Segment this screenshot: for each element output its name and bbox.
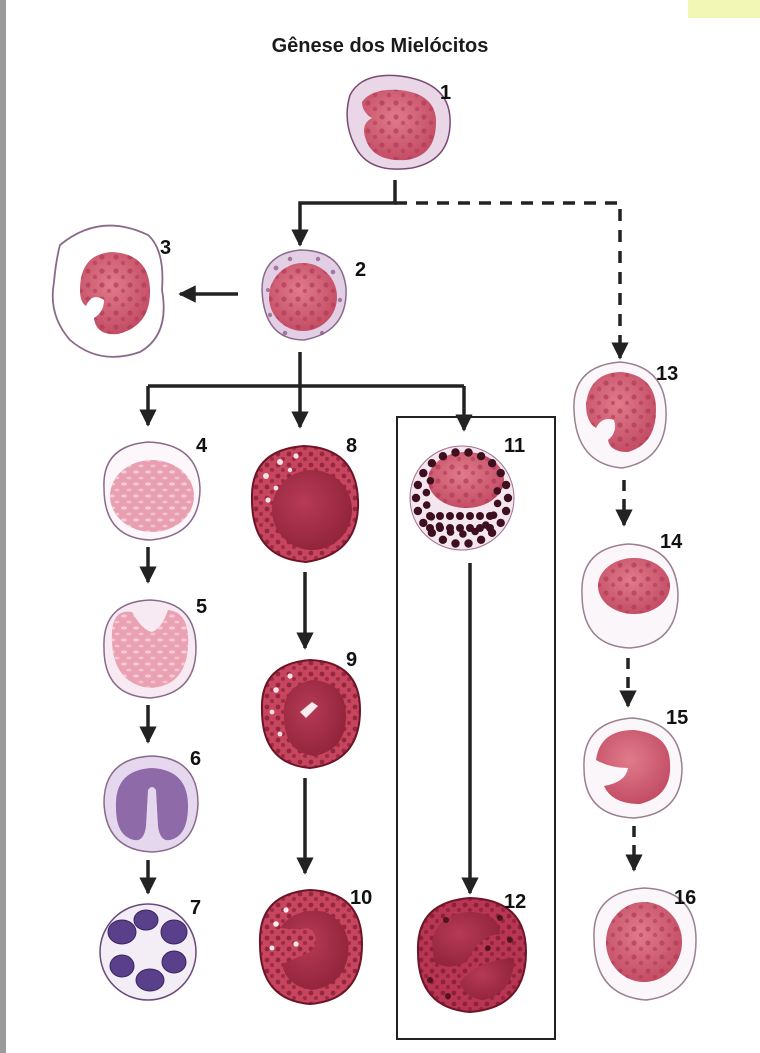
cell-6: [103, 755, 199, 853]
granule: [426, 524, 434, 532]
cell-10: [258, 888, 364, 1006]
cell-2: [261, 249, 347, 341]
granule: [503, 493, 513, 503]
diagram-title: Gênese dos Mielócitos: [272, 35, 489, 57]
cell-11: [409, 445, 515, 551]
cell-label-12: 12: [504, 891, 526, 913]
granule: [466, 524, 474, 532]
granule: [413, 480, 423, 490]
cell-label-10: 10: [350, 887, 372, 909]
granule: [451, 539, 460, 548]
cell-15: [583, 717, 683, 819]
cell-5: [103, 599, 197, 699]
granule: [438, 535, 448, 544]
cell-label-7: 7: [190, 897, 201, 919]
granule: [456, 512, 464, 520]
left-border: [0, 0, 6, 1053]
cell-8: [250, 444, 360, 564]
corner-highlight: [688, 0, 760, 18]
granule: [476, 524, 484, 532]
cell-label-6: 6: [190, 748, 201, 770]
granules: [411, 448, 513, 548]
cell-7: [99, 903, 197, 1001]
granule: [436, 512, 444, 520]
cell-3: [51, 224, 165, 358]
granule: [487, 459, 497, 468]
granule: [476, 452, 486, 461]
granule: [476, 512, 484, 520]
cell-labels: 1 2 3 4 5 6 7 8 9 10 11 12 13 14 15 16: [160, 82, 696, 919]
cell-14: [581, 543, 679, 649]
granule: [411, 493, 421, 503]
granule: [493, 487, 502, 495]
granule: [486, 512, 494, 520]
granule: [422, 501, 431, 509]
cell-label-14: 14: [660, 531, 683, 553]
cell-label-4: 4: [196, 435, 208, 457]
cell-1: [346, 74, 451, 170]
granule: [419, 518, 428, 528]
arrow-1-to-13: [395, 201, 629, 360]
cell-label-5: 5: [196, 596, 207, 618]
cell-label-13: 13: [656, 363, 678, 385]
granule: [486, 524, 494, 532]
granule: [459, 530, 467, 538]
cell-label-2: 2: [355, 259, 366, 281]
granule: [436, 524, 444, 532]
eosinophil-lineage-frame: [396, 416, 556, 1040]
cell-12: [416, 896, 528, 1014]
cell-label-11: 11: [504, 435, 525, 457]
cell-16: [593, 887, 697, 1001]
connectors: [139, 180, 643, 895]
granule: [438, 452, 448, 461]
granule: [496, 518, 505, 528]
granule: [422, 488, 431, 497]
granule: [446, 524, 454, 532]
cell-4: [103, 441, 201, 541]
cell-13: [573, 361, 667, 469]
granule: [427, 459, 437, 468]
cell-9: [260, 658, 362, 770]
cell-label-3: 3: [160, 237, 171, 259]
cell-label-9: 9: [346, 649, 357, 671]
granule: [476, 535, 486, 544]
granule: [464, 448, 473, 457]
granule: [501, 480, 511, 490]
granule: [451, 448, 460, 457]
granule: [419, 468, 428, 478]
granule: [426, 477, 435, 485]
granule: [456, 524, 464, 532]
granule: [496, 468, 505, 478]
granule: [446, 512, 454, 520]
cell-label-8: 8: [346, 435, 357, 457]
granule: [413, 506, 423, 516]
granule: [501, 506, 511, 516]
granule: [426, 512, 434, 520]
cell-label-15: 15: [666, 707, 688, 729]
granule: [493, 499, 502, 508]
cell-label-16: 16: [674, 887, 696, 909]
granule: [464, 539, 473, 548]
granule: [466, 512, 474, 520]
arrow-1-to-2: [291, 180, 397, 247]
cell-label-1: 1: [440, 82, 451, 104]
